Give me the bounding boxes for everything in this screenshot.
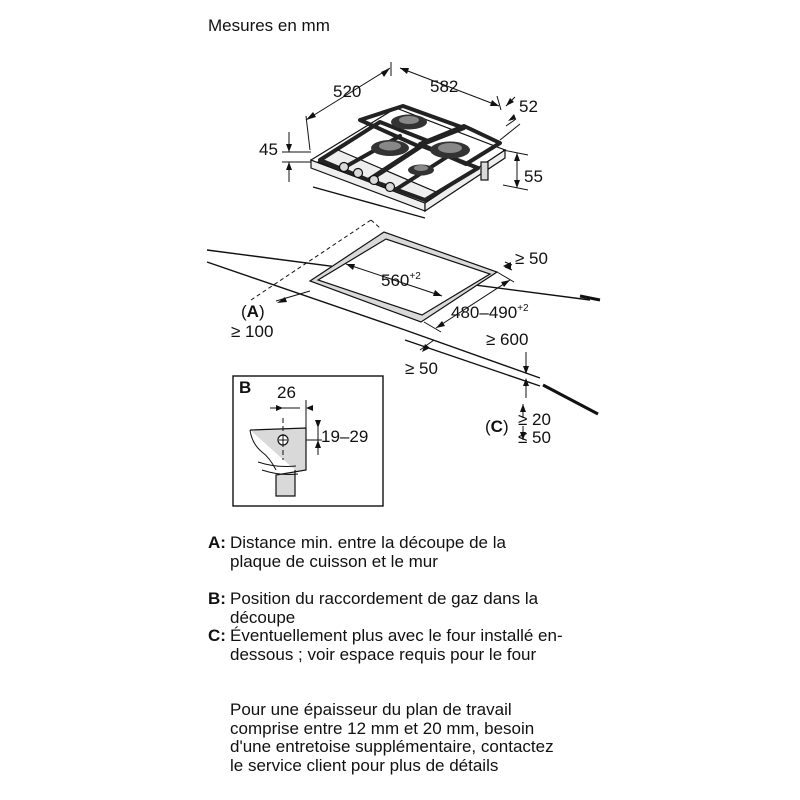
legend: A: Distance min. entre la découpe de la …: [208, 533, 778, 664]
dim-depth: 520: [333, 82, 361, 101]
burner-icon: [408, 164, 434, 176]
control-knobs: [338, 161, 396, 193]
hob-dimensions: [282, 62, 529, 191]
burner-icon: [371, 140, 409, 156]
dim-height-right: 55: [524, 167, 543, 186]
dim-front-clearance: ≥ 50: [405, 359, 438, 378]
dim-b-width: 26: [277, 383, 296, 402]
dim-cutout-depth: 480–490+2: [451, 303, 529, 322]
dim-top-clearance: ≥ 600: [486, 330, 528, 349]
gas-connector: [480, 161, 489, 181]
dim-grate-offset: 52: [519, 97, 538, 116]
dim-b-height: 19–29: [321, 427, 368, 446]
dim-back-clearance: ≥ 50: [515, 249, 548, 268]
label-a: (A): [241, 302, 265, 321]
worktop-illustration: [206, 186, 601, 440]
legend-item-a: A: Distance min. entre la découpe de la …: [208, 533, 506, 571]
burner-icon: [391, 114, 427, 130]
label-c: (C): [485, 417, 509, 436]
worktop-note: Pour une épaisseur du plan de travail co…: [230, 700, 554, 775]
burner-icon: [430, 141, 470, 159]
detail-b-box: [232, 375, 384, 507]
installation-diagram: 520 582 52 45 55: [206, 62, 601, 507]
dim-c-min: ≥ 20: [518, 410, 551, 429]
dim-cutout-width: 560+2: [381, 271, 421, 290]
label-b: B: [239, 378, 251, 397]
dim-height-left: 45: [259, 140, 278, 159]
dim-c-max: ≤ 50: [518, 428, 551, 447]
dim-width: 582: [430, 77, 458, 96]
dim-side-clearance: ≥ 100: [231, 322, 273, 341]
diagram-title: Mesures en mm: [208, 16, 330, 35]
legend-item-c: C: Éventuellement plus avec le four inst…: [208, 626, 563, 664]
hob-illustration: [309, 104, 507, 213]
legend-item-b: B: Position du raccordement de gaz dans …: [208, 589, 539, 627]
